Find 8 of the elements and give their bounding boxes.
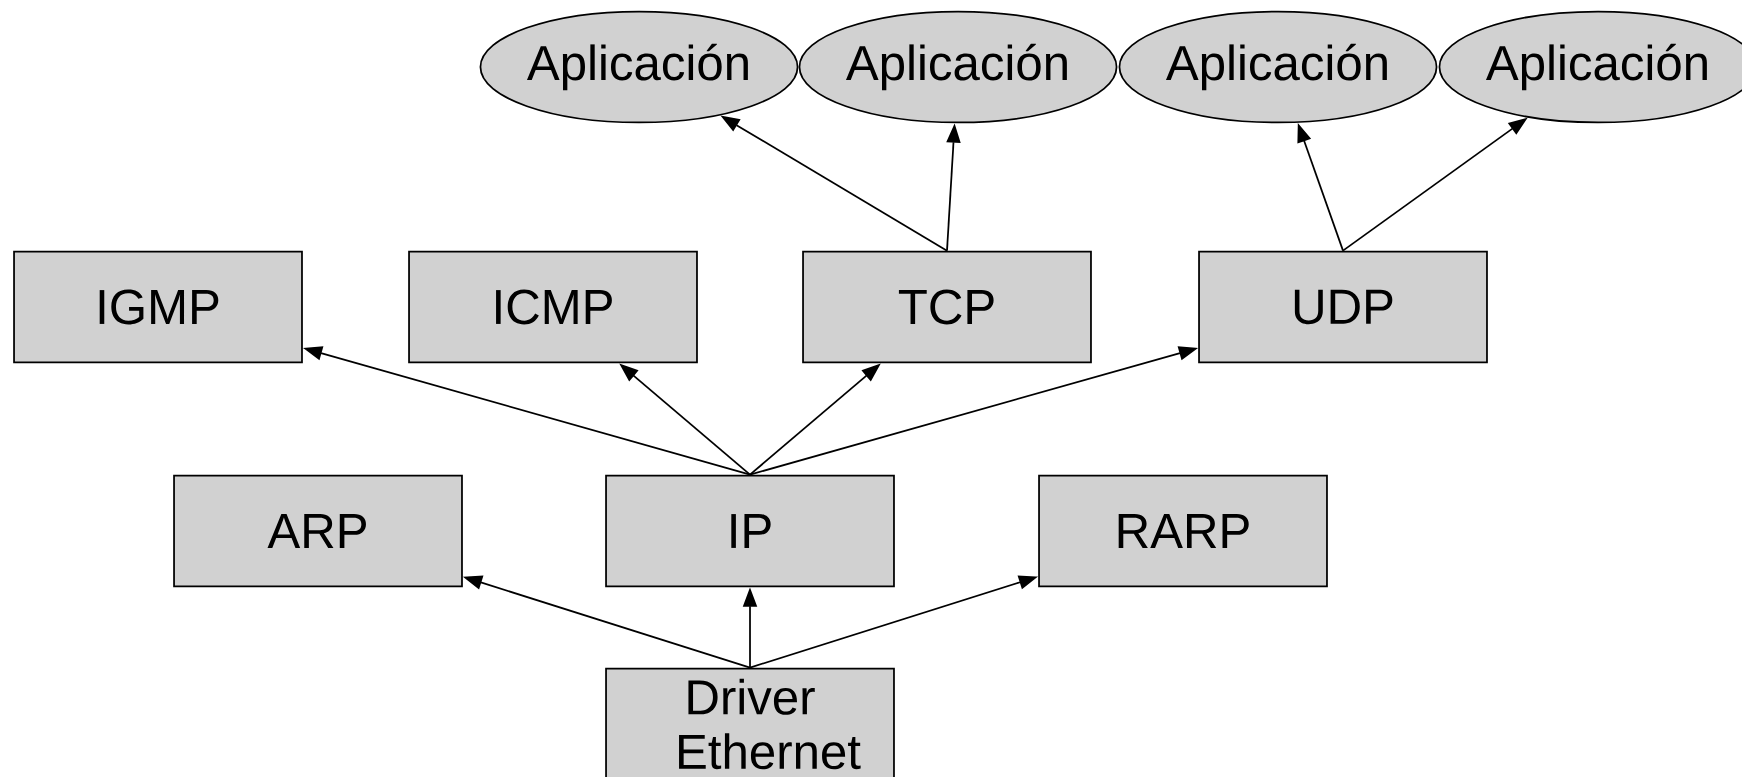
protocol-box: IP [605, 474, 895, 588]
protocol-box: TCP [802, 250, 1092, 364]
protocol-box: Driver Ethernet [605, 667, 895, 777]
protocol-box: ARP [173, 474, 463, 588]
protocol-box: RARP [1038, 474, 1328, 588]
protocol-box: UDP [1198, 250, 1488, 364]
protocol-box: ICMP [408, 250, 698, 364]
protocol-box: IGMP [13, 250, 303, 364]
